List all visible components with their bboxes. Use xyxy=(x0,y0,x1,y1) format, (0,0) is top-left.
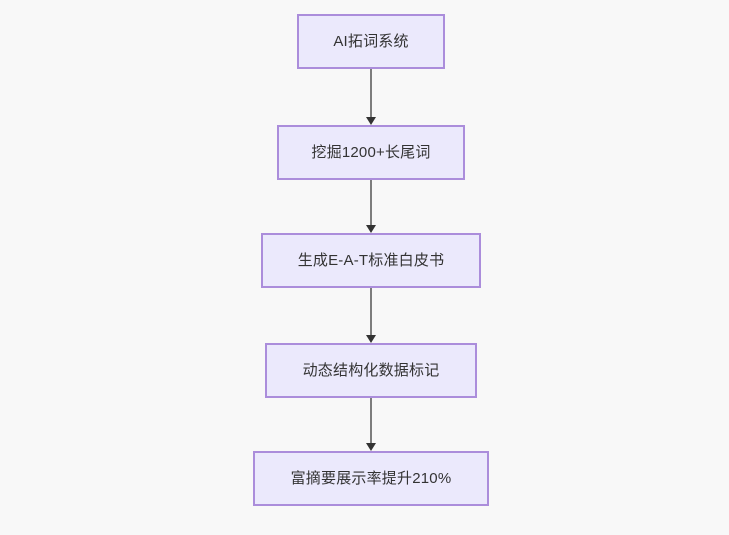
flowchart-edge-1-to-2 xyxy=(365,69,377,125)
node-label: 生成E-A-T标准白皮书 xyxy=(297,252,445,269)
node-label: 挖掘1200+长尾词 xyxy=(311,144,431,161)
flowchart-node-generate-eat-whitepaper[interactable]: 生成E-A-T标准白皮书 xyxy=(261,233,481,288)
edge-line xyxy=(370,69,372,117)
edge-line xyxy=(370,398,372,443)
flowchart-edge-3-to-4 xyxy=(365,288,377,343)
node-label: 富摘要展示率提升210% xyxy=(290,470,452,487)
node-label: 动态结构化数据标记 xyxy=(302,362,440,379)
flowchart-edge-4-to-5 xyxy=(365,398,377,451)
flowchart-node-dynamic-structured-data-markup[interactable]: 动态结构化数据标记 xyxy=(265,343,477,398)
flowchart-node-rich-snippet-rate-increase[interactable]: 富摘要展示率提升210% xyxy=(253,451,489,506)
flowchart-node-ai-keyword-system[interactable]: AI拓词系统 xyxy=(297,14,445,69)
flowchart-edge-2-to-3 xyxy=(365,180,377,233)
edge-line xyxy=(370,288,372,335)
arrow-head-icon xyxy=(366,443,376,451)
arrow-head-icon xyxy=(366,335,376,343)
arrow-head-icon xyxy=(366,225,376,233)
arrow-head-icon xyxy=(366,117,376,125)
flowchart-node-mine-longtail-keywords[interactable]: 挖掘1200+长尾词 xyxy=(277,125,465,180)
edge-line xyxy=(370,180,372,225)
node-label: AI拓词系统 xyxy=(333,33,409,50)
